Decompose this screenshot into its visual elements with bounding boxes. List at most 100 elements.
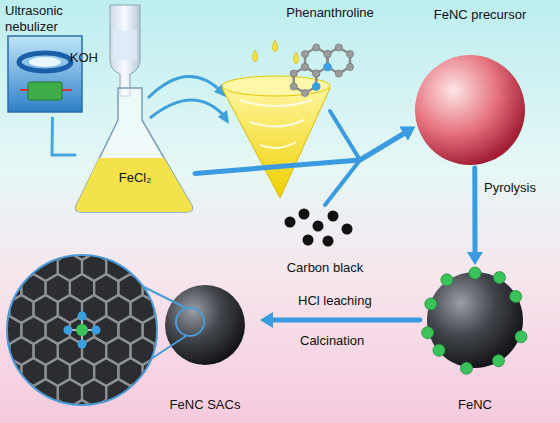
lattice-ring [94,400,118,423]
node-label: Phenanthroline [265,5,395,21]
illustration-node: FeCl₂ [75,88,195,210]
funnel-top [222,76,330,96]
node-label: Carbon black [280,260,370,276]
lattice-ring [0,421,9,423]
lattice-ring [0,169,9,197]
lattice-ring [131,253,155,281]
erlenmeyer-flask [76,88,193,212]
lattice-ring [82,169,106,197]
lattice-ring [34,169,58,197]
lattice-ring [70,190,94,218]
swirl-line [240,100,312,167]
lattice-ring [155,421,179,423]
lattice-ring [0,190,21,218]
lattice-ring [203,211,227,239]
nebulizer-board [28,82,62,100]
lattice-ring [155,169,179,197]
lattice-ring [203,169,227,197]
lattice-ring [46,190,70,218]
lattice-ring [143,358,167,386]
graphene-lattice [0,169,228,423]
mixing-funnel [222,80,330,198]
lattice-ring [203,295,227,323]
flow-curve [150,100,226,118]
carbon-atom [290,70,297,77]
lattice-ring [167,190,191,218]
lattice-ring [9,169,33,197]
node-label: FeNC SACs [150,397,260,413]
lattice-ring [0,358,21,386]
connector-line [195,134,404,174]
lattice-ring [21,232,45,260]
flow-arrow [260,312,420,328]
node-label: FeNC [420,397,530,413]
phenanthroline-molecule [290,44,353,97]
illustration-node: FeNC precursor [415,3,545,168]
lattice-ring [58,169,82,197]
lattice-ring [106,421,130,423]
nitrogen-atom [78,312,87,321]
nitrogen-atom [323,63,331,71]
carbon-atom [324,50,331,57]
carbon-black-particles [285,209,353,247]
process-label: Pyrolysis [484,180,554,196]
carbon-atom [301,89,308,96]
lattice-ring [0,295,9,323]
fe-particle [425,298,437,310]
nebulizer-inset [8,36,82,112]
lattice-ring [0,379,9,407]
nebulizer-disc [29,57,61,67]
carbon-atom [290,83,297,90]
fe-particle [422,327,434,339]
lattice-ring [34,379,58,407]
process-label: Calcination [300,333,400,349]
nitrogen-atom [92,326,101,335]
arrow-head [400,127,415,141]
lattice-ring [155,337,179,365]
lattice-ring [106,379,130,407]
carbon-atom [301,50,308,57]
lattice-ring [70,232,94,260]
arrow-head [400,127,415,141]
fe-particle [515,331,527,343]
lattice-ring [191,316,215,344]
lattice-ring [131,421,155,423]
lattice-ring [0,211,9,239]
lattice-ring [9,253,33,281]
lattice-ring [82,421,106,423]
lattice-ring [0,232,21,260]
lattice-ring [0,253,9,281]
precursor-sphere [415,55,525,165]
lattice-ring [167,358,191,386]
lattice-ring [143,232,167,260]
lattice-ring [203,253,227,281]
illustration-node: FeNC [420,265,530,418]
carbon-atom [313,83,320,90]
node-label: FeCl₂ [75,170,195,186]
lattice-ring [155,211,179,239]
sac-sphere [165,285,245,365]
illustration-node: Phenanthroline [265,3,395,111]
carbon-atom [335,44,342,51]
carbon-atom [324,63,331,70]
lattice-ring [34,421,58,423]
zoom-circle [7,255,157,405]
lattice-ring [155,253,179,281]
lattice-ring [179,421,203,423]
lattice-ring [191,274,215,302]
lattice-ring [167,232,191,260]
carbon-atom [313,44,320,51]
lattice-ring [191,190,215,218]
lattice-ring [0,400,21,423]
connector-line [52,118,75,155]
carbon-atom [346,50,353,57]
nitrogen-atom [78,340,87,349]
carbon-atom [324,63,331,70]
arrow-head [260,312,273,328]
flow-arrow [52,118,75,155]
lattice-ring [82,211,106,239]
lattice-ring [131,211,155,239]
lattice-ring [118,232,142,260]
